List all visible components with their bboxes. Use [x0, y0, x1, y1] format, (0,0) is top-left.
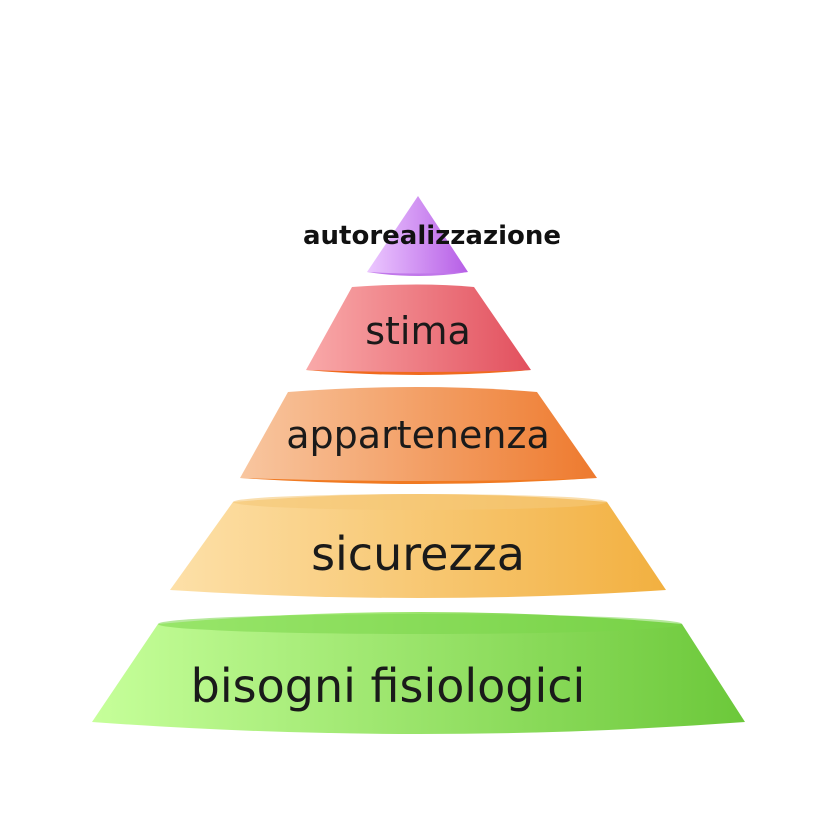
level-physiological: bisogni fisiologici	[92, 612, 745, 734]
level-esteem-bottom-rim	[306, 370, 531, 375]
level-top: autorealizzazione	[303, 196, 561, 276]
level-safety-body	[170, 494, 666, 598]
level-belonging-bottom-rim	[240, 478, 597, 484]
level-top-body	[367, 196, 468, 275]
level-belonging: appartenenza	[240, 387, 597, 484]
level-physiological-top-rim	[158, 614, 682, 634]
level-top-label: autorealizzazione	[303, 221, 561, 251]
level-physiological-label: bisogni fisiologici	[191, 659, 586, 713]
level-physiological-body	[92, 612, 745, 734]
level-esteem-body	[306, 284, 531, 374]
level-esteem: stima	[306, 284, 531, 375]
level-esteem-label: stima	[365, 309, 471, 353]
level-belonging-label: appartenenza	[286, 413, 550, 457]
level-belonging-body	[240, 387, 597, 483]
level-top-bottom-rim	[367, 272, 468, 276]
level-safety: sicurezza	[170, 494, 666, 598]
level-safety-label: sicurezza	[311, 527, 525, 581]
level-safety-top-rim	[233, 494, 607, 510]
